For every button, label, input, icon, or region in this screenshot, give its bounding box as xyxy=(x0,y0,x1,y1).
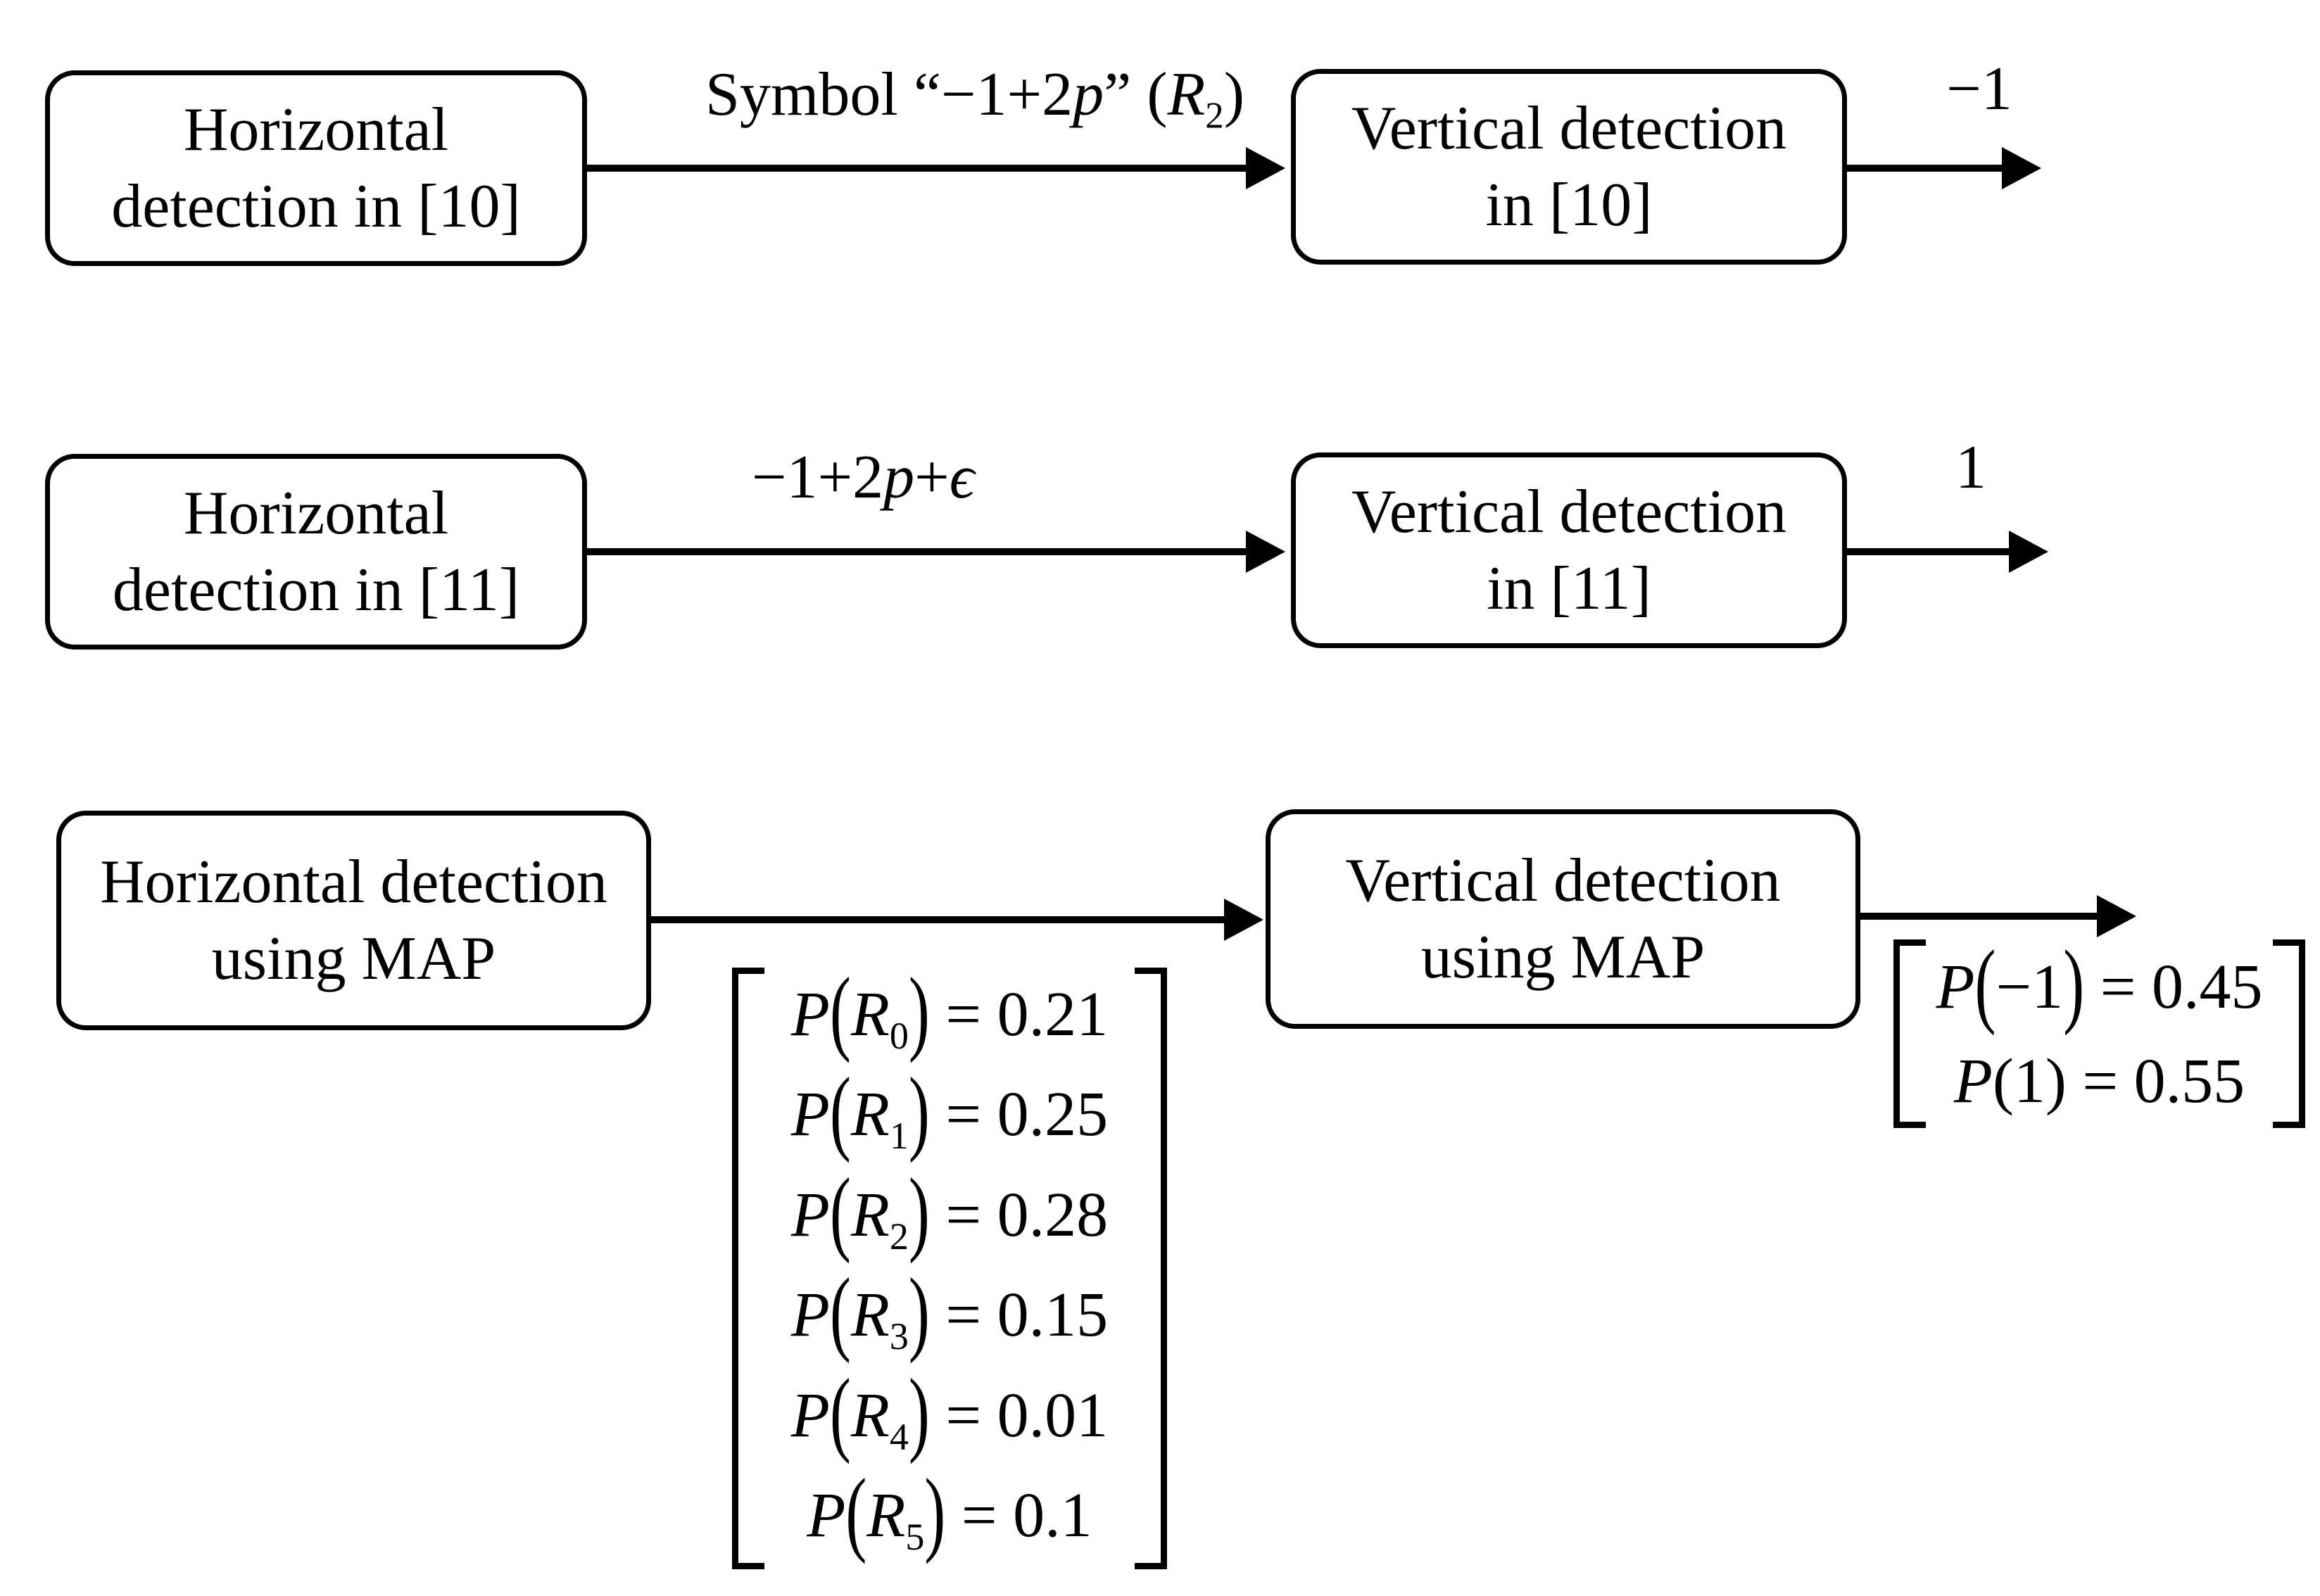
matrix-row: P(R0) = 0.21 xyxy=(790,958,1109,1064)
matrix-rows: P(−1) = 0.45 P(1) = 0.55 xyxy=(1926,931,2273,1128)
box-line: Horizontal xyxy=(183,95,449,164)
edge-arrow-map xyxy=(651,916,1224,923)
box-horizontal-detection-ref10: Horizontal detection in [10] xyxy=(45,70,587,266)
matrix-row: P(R2) = 0.28 xyxy=(790,1159,1109,1265)
matrix-row: P(R3) = 0.15 xyxy=(790,1260,1109,1364)
box-line: in [10] xyxy=(1485,171,1653,239)
matrix-row: P(−1) = 0.45 xyxy=(1936,931,2263,1037)
box-line: Vertical detection xyxy=(1345,846,1781,915)
output-label-ref10: −1 xyxy=(1946,55,2012,123)
box-horizontal-detection-map: Horizontal detection using MAP xyxy=(56,811,651,1030)
box-horizontal-detection-ref11: Horizontal detection in [11] xyxy=(45,454,587,650)
box-vertical-detection-ref10: Vertical detection in [10] xyxy=(1291,69,1847,265)
box-vertical-detection-ref11: Vertical detection in [11] xyxy=(1291,452,1847,648)
output-arrow-ref11 xyxy=(1847,548,2009,555)
edge-arrow-ref11 xyxy=(587,548,1246,555)
box-line: detection in [10] xyxy=(111,172,521,241)
matrix-row: P(1) = 0.55 xyxy=(1953,1046,2245,1116)
matrix-row: P(R5) = 0.1 xyxy=(807,1460,1092,1565)
box-line: using MAP xyxy=(211,925,496,993)
matrix-row: P(R1) = 0.25 xyxy=(790,1059,1109,1164)
output-label-ref11: 1 xyxy=(1955,433,1986,502)
map-output-matrix: P(−1) = 0.45 P(1) = 0.55 xyxy=(1893,931,2305,1128)
box-line: detection in [11] xyxy=(112,556,520,624)
edge-label-ref11: −1+2p+ϵ xyxy=(751,443,975,512)
matrix-left-bracket xyxy=(732,968,764,1569)
matrix-right-bracket xyxy=(2273,939,2305,1128)
edge-arrow-ref10 xyxy=(587,165,1246,172)
box-line: Horizontal xyxy=(183,479,449,547)
edge-label-ref10: Symbol “−1+2p” (R2) xyxy=(705,61,1245,137)
matrix-rows: P(R0) = 0.21 P(R1) = 0.25 P(R2) = 0.28 P… xyxy=(764,958,1135,1569)
output-arrow-ref10 xyxy=(1847,165,2002,172)
box-line: Horizontal detection xyxy=(100,847,607,916)
matrix-left-bracket xyxy=(1893,939,1926,1128)
box-line: using MAP xyxy=(1420,923,1706,992)
box-vertical-detection-map: Vertical detection using MAP xyxy=(1266,809,1860,1029)
box-line: in [11] xyxy=(1487,555,1651,623)
box-line: Vertical detection xyxy=(1351,477,1787,546)
matrix-row: P(R4) = 0.01 xyxy=(790,1360,1109,1465)
output-arrow-map xyxy=(1860,913,2097,920)
box-line: Vertical detection xyxy=(1351,94,1787,163)
map-prior-matrix: P(R0) = 0.21 P(R1) = 0.25 P(R2) = 0.28 P… xyxy=(732,958,1167,1569)
matrix-right-bracket xyxy=(1135,968,1167,1569)
